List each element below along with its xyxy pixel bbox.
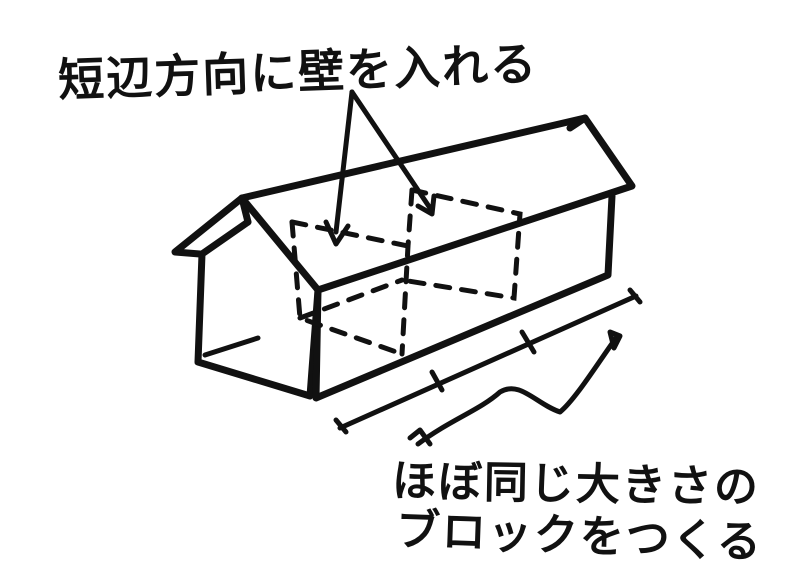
gable-wall-outline	[194, 218, 322, 400]
block-instruction-label-line2: ブロックをつくる	[395, 504, 764, 569]
partition-dash-3	[399, 187, 415, 357]
roof-ridge-end	[566, 114, 589, 132]
roof-main-surface	[238, 114, 636, 294]
dimension-line-main	[337, 293, 639, 431]
floor-edge-line	[202, 335, 261, 358]
squiggle-arrowhead	[407, 427, 433, 447]
arrow-shaft-left	[333, 89, 355, 235]
roof	[171, 114, 636, 294]
roof-gable-edge	[238, 194, 252, 226]
squiggle-end-marker	[607, 329, 623, 351]
roof-overhang	[171, 194, 246, 258]
partition-dash-1	[289, 219, 405, 357]
arrowhead-right	[415, 193, 437, 217]
label-pointer	[407, 329, 623, 447]
gable-end-wall	[194, 218, 322, 400]
partition-dash-5	[297, 277, 405, 321]
arrow-shaft-right	[349, 89, 433, 211]
side-wall	[312, 192, 616, 402]
dimension-tick-1	[333, 417, 349, 435]
dimension-tick-3	[519, 329, 537, 355]
side-wall-outline	[312, 192, 616, 402]
dimension-tick-4	[627, 287, 643, 305]
dimension-line	[333, 287, 643, 435]
partition-walls	[289, 187, 523, 357]
pointer-arrows	[323, 89, 437, 247]
squiggle-pointer	[415, 335, 619, 447]
partition-dash-2	[289, 219, 411, 249]
partition-dash-4	[399, 187, 523, 301]
arrowhead-left	[323, 219, 351, 247]
dimension-tick-2	[429, 369, 445, 393]
